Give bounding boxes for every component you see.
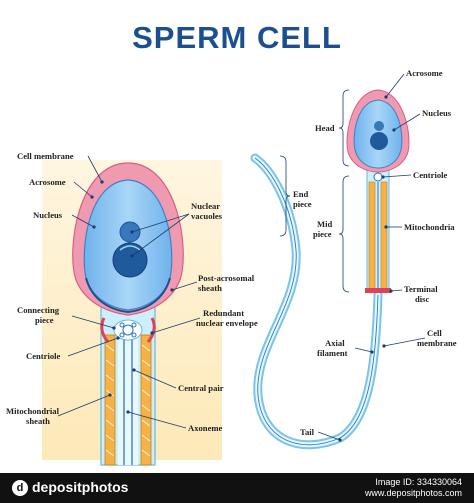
whole-cell-view [250, 89, 410, 450]
label-acrosome-right: Acrosome [406, 68, 443, 78]
label-mitochondrial-sheath-1: Mitochondrial [6, 406, 60, 416]
redundant-envelope-left [100, 317, 110, 343]
label-connecting-piece-1: Connecting [17, 305, 60, 315]
axial-filament-shape [254, 157, 379, 446]
label-centriole-right: Centriole [413, 170, 448, 180]
label-end-piece-2: piece [293, 199, 312, 209]
label-cell-membrane-right-1: Cell [427, 328, 442, 338]
label-cell-membrane-left: Cell membrane [17, 151, 74, 161]
mitochondria-left-col [368, 181, 376, 291]
label-axial-filament-1: Axial [325, 338, 345, 348]
label-nuclear-vacuoles-1: Nuclear [191, 201, 220, 211]
axoneme-core [118, 338, 138, 465]
label-axial-filament-2: filament [317, 348, 348, 358]
label-mid-piece-1: Mid [317, 219, 332, 229]
image-id: Image ID: 334330064 [375, 477, 462, 487]
post-acrosomal-sheath-shape [85, 277, 171, 314]
label-mid-piece-2: piece [313, 229, 332, 239]
label-nuclear-vacuoles-2: vacuoles [191, 211, 223, 221]
label-mitochondrial-sheath-2: sheath [26, 416, 50, 426]
image-id-block: Image ID: 334330064 www.depositphotos.co… [365, 477, 462, 499]
label-end-piece-1: End [293, 189, 309, 199]
label-redundant-1: Redundant [203, 308, 244, 318]
label-mitochondria: Mitochondria [404, 222, 455, 232]
label-head: Head [315, 123, 335, 133]
head-brace [338, 89, 350, 167]
mitochondria-right-col [380, 181, 388, 291]
leader-lines [57, 73, 426, 442]
centriole-left-shape [119, 322, 137, 338]
label-post-acrosomal-1: Post-acrosomal [198, 273, 255, 283]
central-pair [123, 338, 133, 465]
centriole-right-shape [373, 172, 383, 182]
tail-inner [252, 155, 381, 448]
site-url: www.depositphotos.com [364, 488, 462, 498]
label-nucleus-right: Nucleus [422, 108, 452, 118]
label-axoneme: Axoneme [188, 423, 223, 433]
label-tail: Tail [300, 427, 315, 437]
brand-icon: d [12, 480, 28, 496]
end-piece-brace [279, 155, 291, 237]
vacuole-upper [119, 221, 141, 243]
label-terminal-disc-2: disc [415, 294, 430, 304]
label-nucleus-left: Nucleus [33, 210, 63, 220]
labels: Cell membrane Acrosome Nucleus Nuclear v… [6, 68, 457, 437]
mitochondrial-sheath-left [104, 334, 116, 466]
mid-piece-brace [338, 175, 350, 293]
label-central-pair: Central pair [178, 383, 224, 393]
braces [279, 89, 350, 293]
label-redundant-2: nuclear envelope [196, 318, 258, 328]
label-connecting-piece-2: piece [35, 315, 54, 325]
connecting-piece [113, 319, 143, 341]
redundant-envelope-right [146, 317, 156, 343]
label-acrosome-left: Acrosome [29, 177, 66, 187]
brand-name: depositphotos [32, 479, 129, 495]
label-terminal-disc-1: Terminal [404, 284, 438, 294]
label-centriole-left: Centriole [26, 351, 61, 361]
vacuole-lower [112, 242, 148, 278]
terminal-disc-shape [365, 288, 391, 293]
label-cell-membrane-right-2: membrane [417, 338, 457, 348]
label-post-acrosomal-2: sheath [198, 283, 222, 293]
page-title: SPERM CELL [132, 20, 342, 55]
mitochondrial-sheath-right [140, 334, 152, 466]
tail-outer [250, 153, 383, 450]
sperm-cell-diagram: Cell membrane Acrosome Nucleus Nuclear v… [6, 68, 457, 466]
